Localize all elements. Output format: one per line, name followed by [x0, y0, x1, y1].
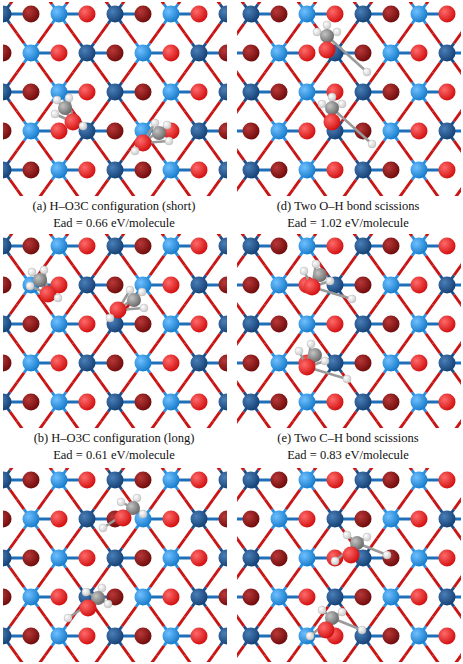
panel-caption: (d) Two O–H bond scissions — [237, 199, 459, 214]
surface-panel — [237, 468, 461, 662]
energy-label: Ead = 0.66 eV/molecule — [3, 216, 225, 231]
energy-label: Ead = 0.83 eV/molecule — [237, 448, 459, 463]
energy-label: Ead = 0.61 eV/molecule — [3, 448, 225, 463]
surface-panel — [3, 468, 227, 662]
panel-caption: (b) H–O3C configuration (long) — [3, 431, 225, 446]
panel-caption: (a) H–O3C configuration (short) — [3, 199, 225, 214]
surface-panel — [237, 2, 461, 196]
surface-panel — [3, 234, 227, 428]
surface-panel — [237, 234, 461, 428]
panel-caption: (e) Two C–H bond scissions — [237, 431, 459, 446]
surface-panel — [3, 2, 227, 196]
energy-label: Ead = 1.02 eV/molecule — [237, 216, 459, 231]
